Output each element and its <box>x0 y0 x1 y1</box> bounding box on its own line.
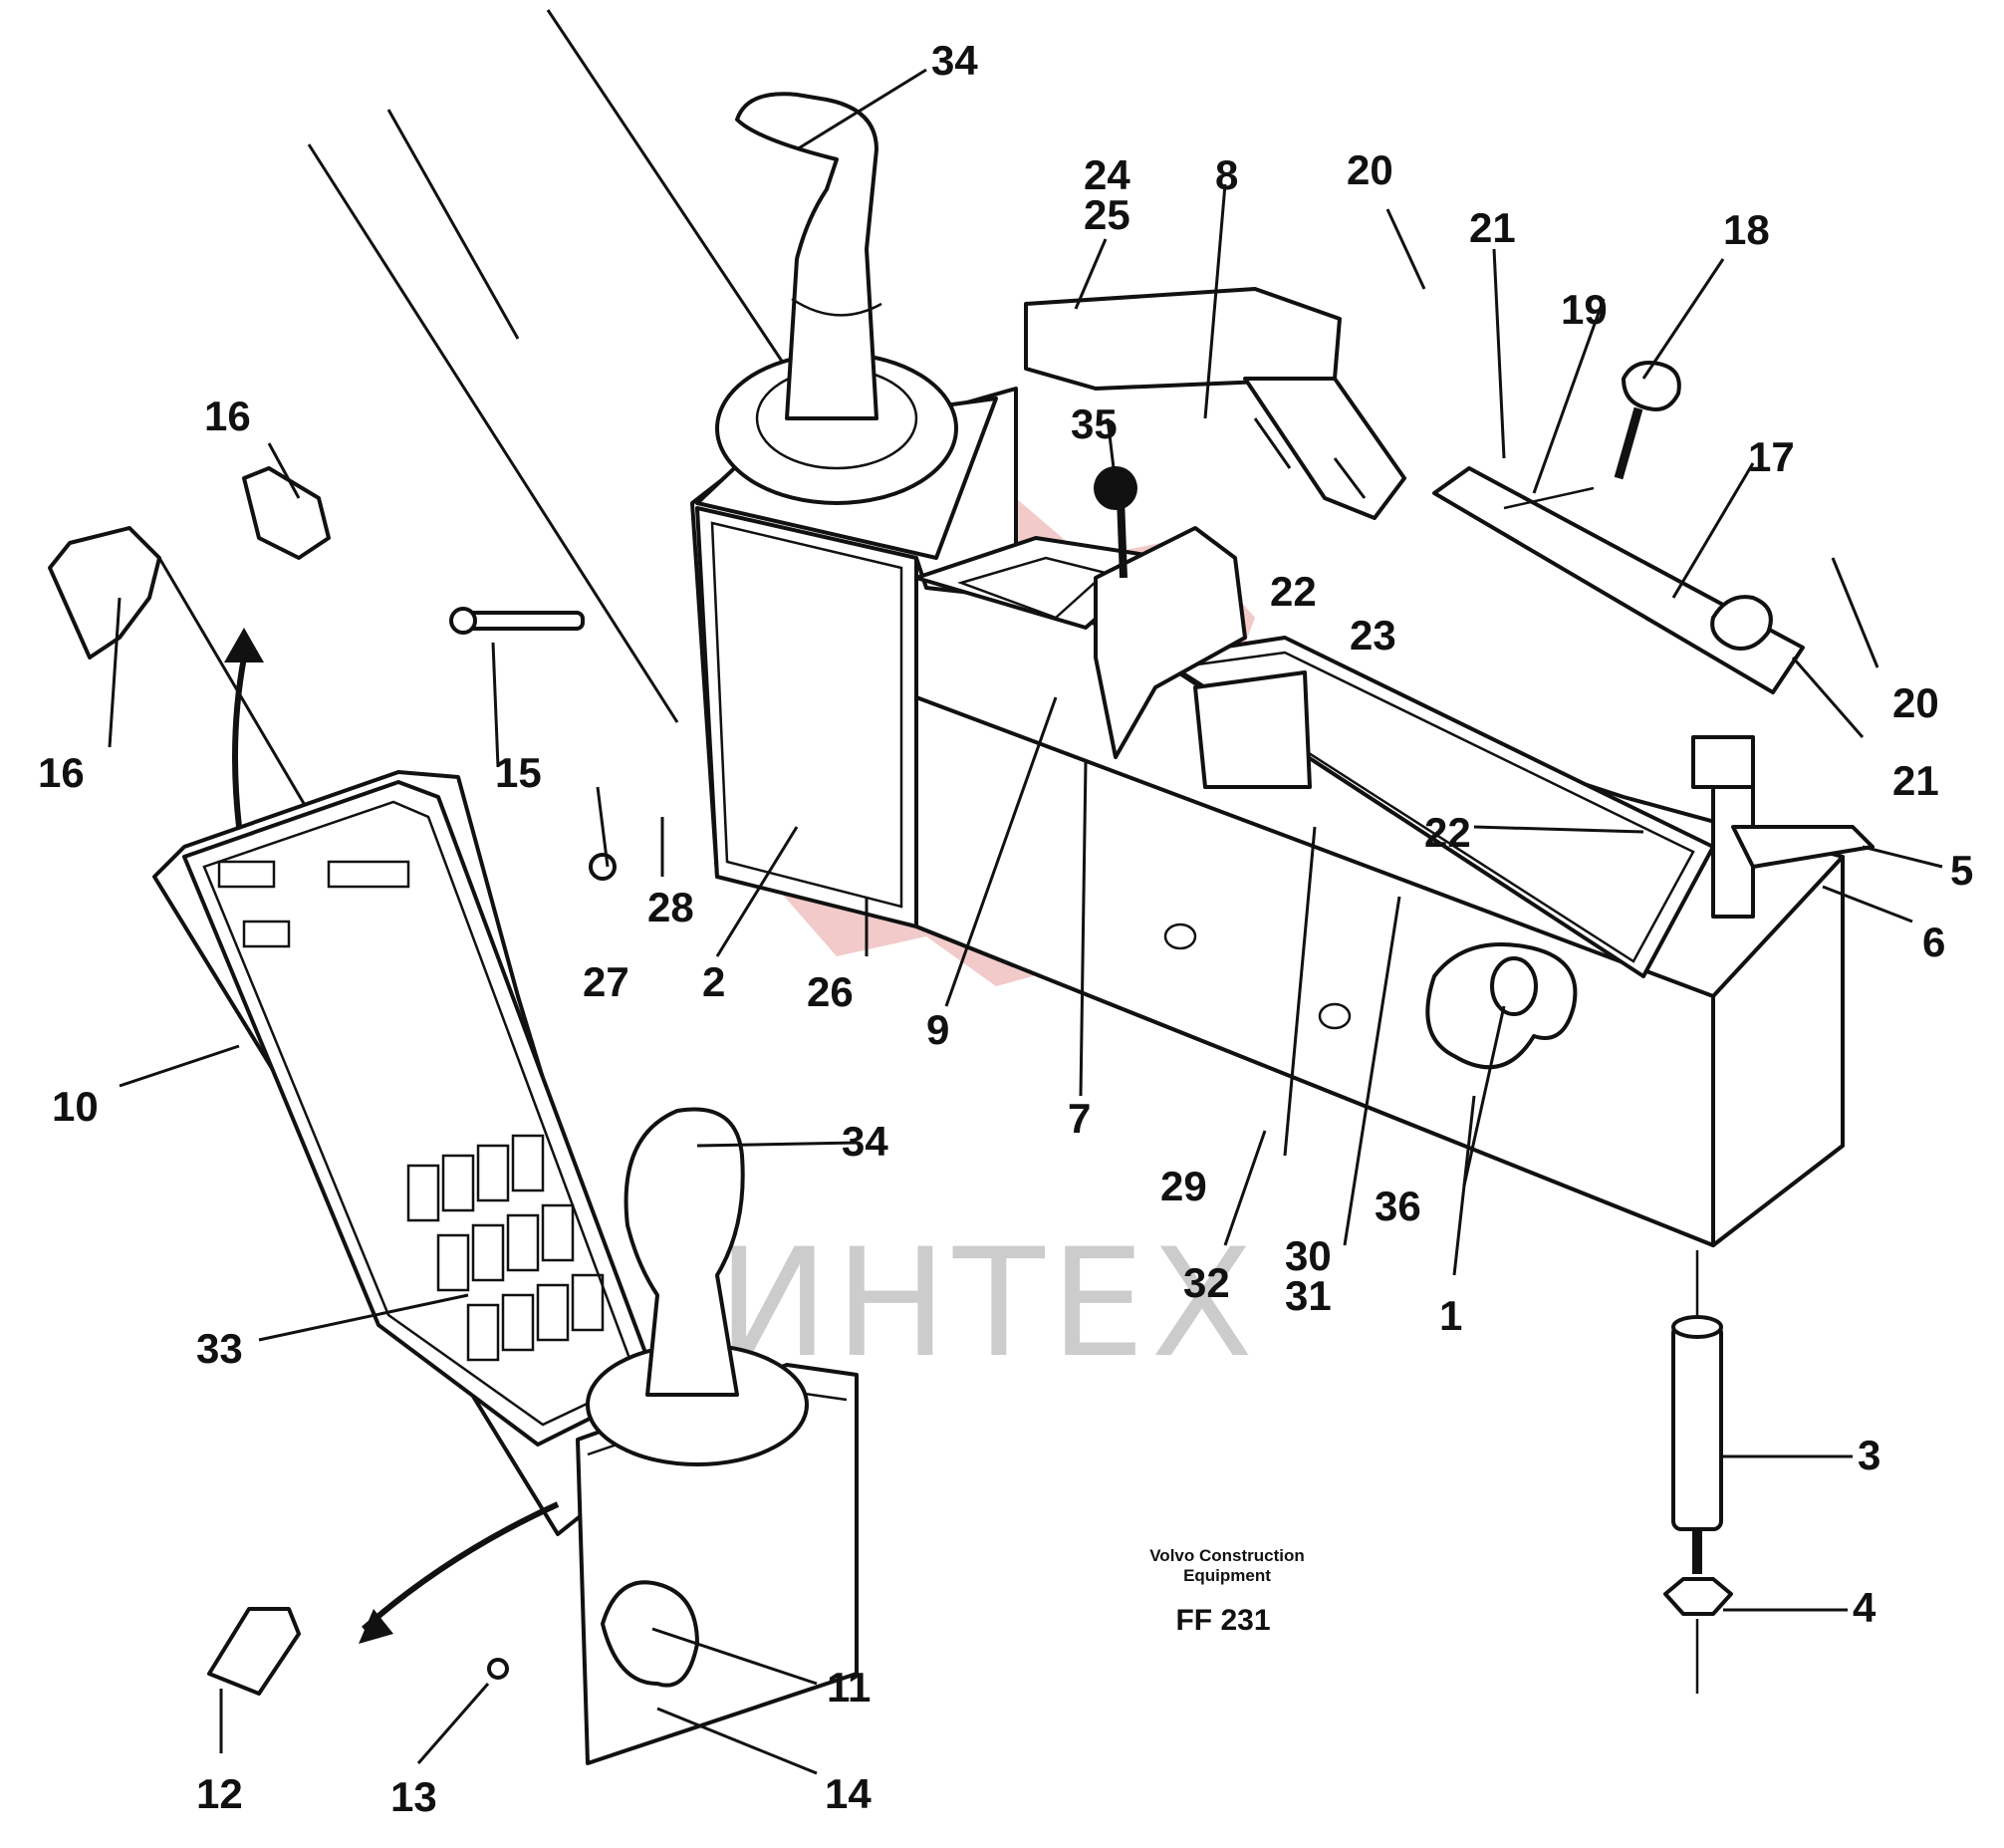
leader-lines <box>108 68 1943 1775</box>
part-label-7: 7 <box>1068 1095 1091 1142</box>
support-leg <box>1663 1250 1733 1694</box>
part-label-29: 29 <box>1160 1163 1207 1209</box>
part-label-5: 5 <box>1950 847 1973 894</box>
part-label-27: 27 <box>583 958 629 1005</box>
clip-detail <box>48 466 331 828</box>
part-label-13: 13 <box>390 1773 437 1820</box>
upper-joystick <box>715 92 958 505</box>
part-label-33: 33 <box>196 1325 243 1372</box>
side-bracket <box>1691 735 1875 919</box>
armrest <box>1024 287 1406 520</box>
part-label-9: 9 <box>926 1006 949 1053</box>
keypad <box>406 1134 605 1362</box>
part-label-36: 36 <box>1375 1183 1421 1229</box>
caption-code: FF 231 <box>1175 1604 1270 1637</box>
part-label-21-top: 21 <box>1469 204 1516 251</box>
part-label-16-lower: 16 <box>38 749 85 796</box>
part-label-20-top: 20 <box>1347 146 1393 193</box>
watermark-text: ИНТЕХ <box>717 1217 1259 1391</box>
lower-joystick <box>576 1107 859 1765</box>
part-label-22-upper: 22 <box>1270 568 1317 615</box>
caption-line-2: Equipment <box>1183 1566 1271 1585</box>
part-label-3: 3 <box>1858 1432 1880 1478</box>
control-panel <box>152 770 659 1536</box>
part-label-34-upper: 34 <box>931 37 978 84</box>
part-labels: 34 24 25 8 20 21 19 18 35 17 16 22 23 15… <box>38 37 1973 1820</box>
small-lever <box>1094 466 1137 579</box>
knob-18 <box>1614 361 1773 651</box>
caption-line-1: Volvo Construction <box>1149 1546 1305 1565</box>
part-label-30: 30 <box>1285 1232 1332 1279</box>
part-label-14: 14 <box>825 1770 872 1817</box>
part-label-10: 10 <box>52 1083 99 1130</box>
part-label-4: 4 <box>1853 1584 1877 1631</box>
part-label-22-lower: 22 <box>1424 809 1471 856</box>
part-label-25: 25 <box>1084 191 1130 238</box>
diagram-caption: Volvo Construction Equipment FF 231 <box>1149 1546 1305 1637</box>
part-label-1: 1 <box>1439 1292 1462 1339</box>
part-label-26: 26 <box>807 968 854 1015</box>
part-label-16-upper: 16 <box>204 393 251 439</box>
part-label-6: 6 <box>1922 919 1945 965</box>
part-label-31: 31 <box>1285 1272 1332 1319</box>
part-label-11: 11 <box>827 1664 871 1711</box>
bracket-plate <box>1432 466 1805 694</box>
part-label-24: 24 <box>1084 151 1130 198</box>
part-label-34-lower: 34 <box>842 1118 888 1165</box>
part-label-19: 19 <box>1561 286 1608 333</box>
part-label-12: 12 <box>196 1770 243 1817</box>
small-parts-left <box>207 607 617 1696</box>
part-label-2: 2 <box>702 958 725 1005</box>
part-label-23: 23 <box>1350 612 1396 659</box>
part-label-32: 32 <box>1183 1259 1230 1306</box>
part-label-18: 18 <box>1723 206 1770 253</box>
part-label-20-right: 20 <box>1892 679 1939 726</box>
part-label-28: 28 <box>647 884 694 930</box>
part-label-15: 15 <box>495 749 542 796</box>
main-console <box>914 526 1845 1247</box>
part-label-21-right: 21 <box>1892 757 1939 804</box>
part-label-8: 8 <box>1215 151 1238 198</box>
part-label-35: 35 <box>1071 400 1118 447</box>
part-label-17: 17 <box>1748 433 1795 480</box>
